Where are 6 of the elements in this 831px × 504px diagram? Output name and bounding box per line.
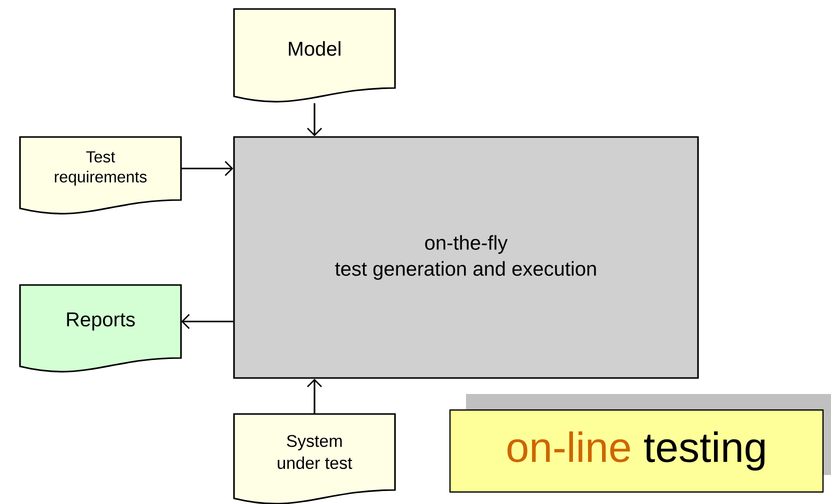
- process-box: on-the-fly test generation and execution: [233, 136, 699, 379]
- arrow: [307, 103, 322, 136]
- title-tag: on-line testing: [449, 394, 831, 493]
- arrow: [307, 378, 322, 414]
- arrow: [181, 161, 234, 176]
- arrow: [181, 314, 234, 329]
